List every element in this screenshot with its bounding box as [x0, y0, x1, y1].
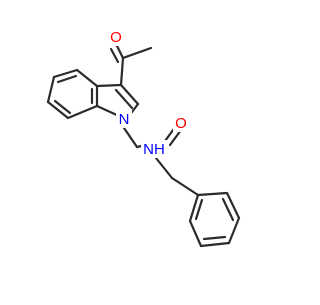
bond-c3a-c4	[75, 68, 99, 88]
bond-carbonyl-o-double	[168, 128, 183, 147]
bond-c6-c7-double	[53, 99, 72, 115]
atom-o1-background	[173, 114, 189, 132]
bond-ch2-phenyl	[170, 176, 200, 197]
bond-c3-c2-double	[114, 88, 134, 110]
bond-n1-c7a	[95, 104, 121, 118]
atom-n1-background	[116, 110, 132, 128]
bond-acetyl-c-c3	[119, 56, 125, 87]
bond-c4-c5-double	[56, 74, 78, 84]
atom-label-o2: O	[110, 29, 122, 46]
atom-n2-background	[141, 140, 167, 158]
atom-o2-background	[108, 28, 124, 46]
bond-c6-c7	[46, 100, 70, 120]
bond-ph-6-1-double	[194, 198, 204, 221]
bond-c4-c5	[52, 68, 79, 79]
atom-label-n1: N	[119, 111, 130, 128]
atom-label-layer: O O N NH	[108, 28, 189, 158]
bond-ph-5-6	[188, 219, 203, 248]
molecule-drawing: O O N NH	[46, 28, 241, 248]
bond-nh-ch2	[154, 156, 174, 180]
bond-c3-c3a	[95, 83, 123, 88]
atom-label-o1: O	[175, 115, 187, 132]
bond-ph-2-3	[225, 191, 241, 220]
bond-ph-4-5	[199, 241, 231, 248]
bond-c7-c7a	[66, 104, 99, 120]
bond-ph-2-3-double	[221, 197, 235, 222]
bond-acetyl-c-methyl	[121, 46, 153, 60]
bond-ph-4-5-double	[202, 235, 227, 241]
bond-acetyl-c-o-double	[109, 47, 120, 64]
bond-c5-c6	[46, 75, 56, 104]
bond-n1-ch2	[122, 126, 139, 149]
bond-ph-1-2	[196, 191, 229, 197]
bond-c3-c2	[119, 83, 140, 106]
atom-label-nh: NH	[143, 141, 165, 158]
structure-canvas: O O N NH	[46, 28, 241, 248]
bond-acetyl-c-o	[114, 42, 125, 60]
bond-ph-6-1	[188, 193, 200, 223]
bond-ph-3-4	[227, 216, 241, 245]
